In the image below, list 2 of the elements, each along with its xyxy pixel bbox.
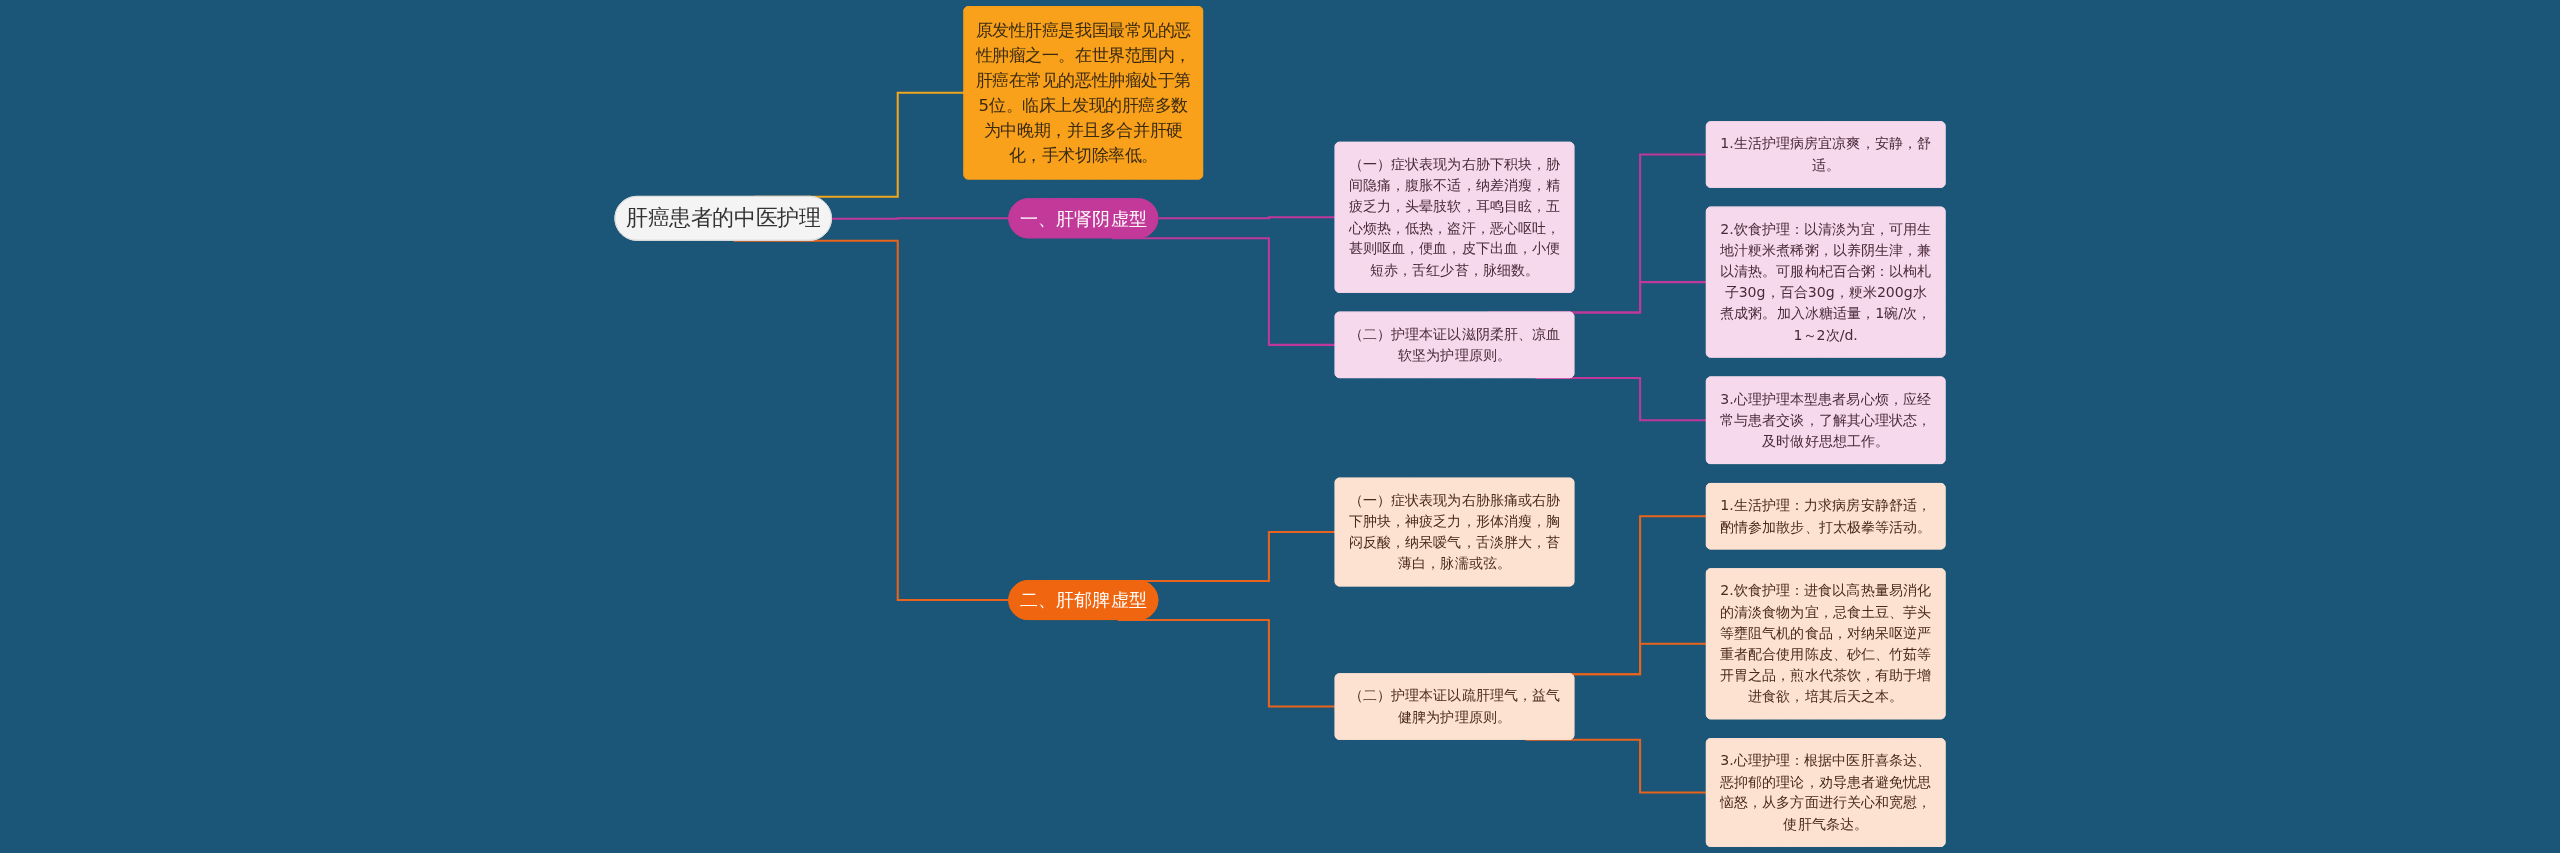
connector — [1158, 216, 1337, 220]
connector — [1112, 237, 1337, 347]
